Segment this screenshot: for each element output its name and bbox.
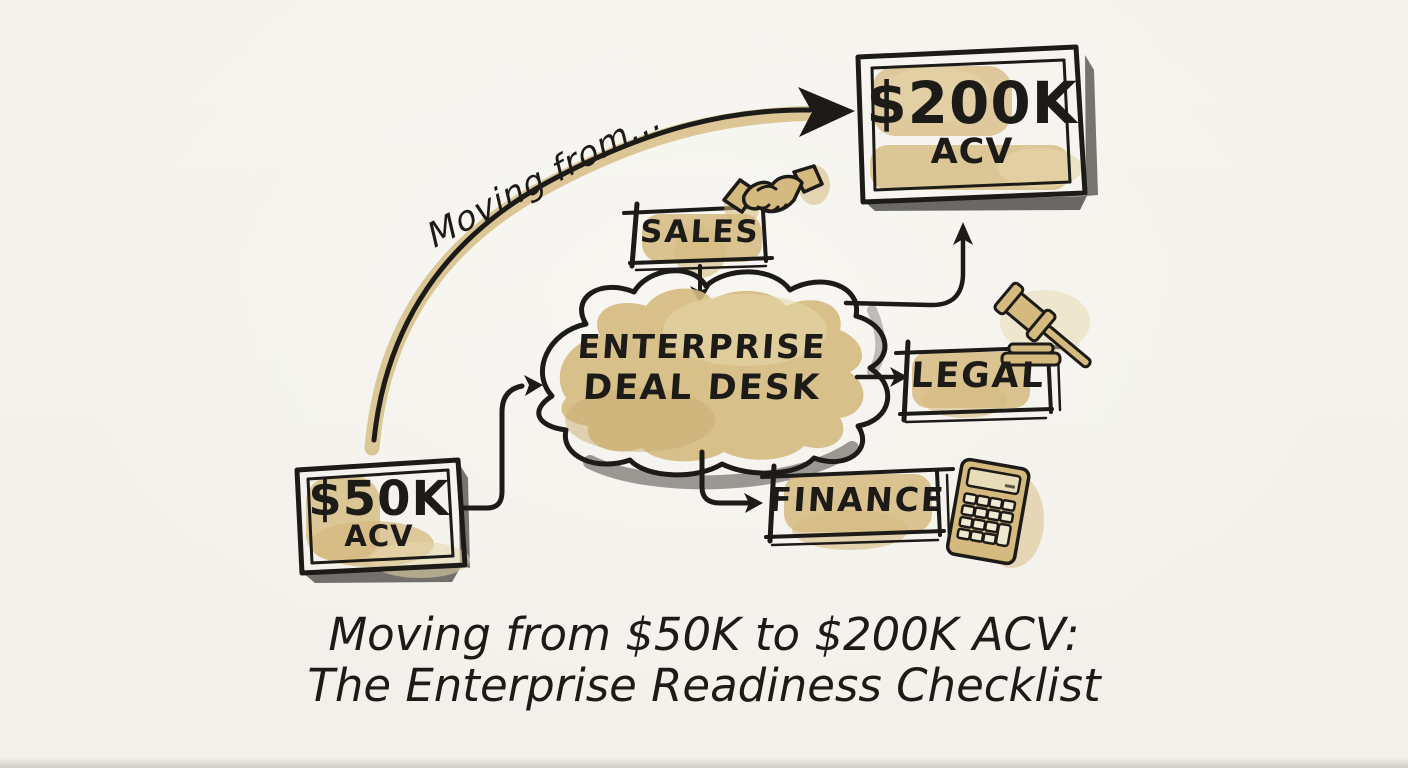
node-dealdesk-line1: ENTERPRISE [576,327,828,366]
node-200k-acv [855,44,1098,211]
handshake-icon [722,164,830,227]
node-legal-label: LEGAL [909,356,1047,396]
node-finance [760,463,955,550]
node-sales-label: SALES [638,214,762,250]
node-50k-acv [294,457,470,583]
arrow-50k-to-dealdesk [459,375,543,511]
node-sales [622,201,778,278]
node-enterprise-deal-desk [536,268,891,490]
arrow-dealdesk-to-finance [699,449,763,513]
caption-line2: The Enterprise Readiness Checklist [307,659,1101,712]
gavel-icon [993,281,1092,369]
node-200k-value: $200K [866,69,1078,137]
node-finance-label: FINANCE [767,480,947,519]
node-50k-value: $50K [308,471,450,527]
node-50k-unit: ACV [344,519,414,553]
node-200k-unit: ACV [930,132,1014,172]
caption-line1: Moving from $50K to $200K ACV: [328,608,1080,661]
arrow-50k-to-200k [364,87,855,456]
calculator-icon [945,457,1044,568]
arrow-dealdesk-to-200k [843,222,973,308]
arrow-dealdesk-to-legal [854,367,908,387]
paper-edge-shadow [0,758,1408,768]
node-dealdesk-line2: DEAL DESK [581,368,823,408]
